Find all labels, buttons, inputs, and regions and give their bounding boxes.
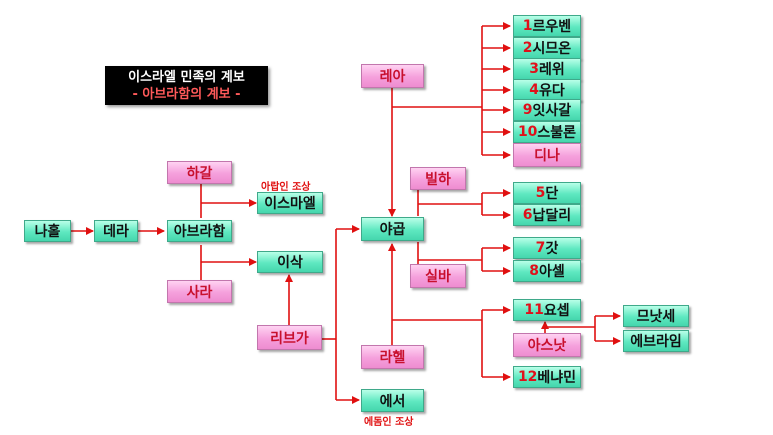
node-asenath: 아스낫 [513,333,581,357]
node-leah: 레아 [361,64,424,88]
node-manasseh: 므낫세 [623,305,689,327]
node-jacob: 야곱 [361,217,424,241]
node-terah: 데라 [94,220,138,242]
diagram-title: 이스라엘 민족의 계보 - 아브라함의 계보 - [105,66,268,105]
node-dinah: 디나 [513,143,581,167]
node-isaac: 이삭 [257,251,323,273]
node-abraham: 아브라함 [167,220,232,242]
node-bilhah: 빌하 [410,167,466,190]
node-rebekah: 리브가 [257,325,322,350]
node-nahor: 나홀 [24,220,71,242]
title-line2: - 아브라함의 계보 - [132,87,241,102]
node-sarah: 사라 [167,280,232,303]
node-rachel: 라헬 [361,345,424,369]
node-zilpah: 실바 [410,264,466,288]
node-ephraim: 에브라임 [623,330,689,352]
node-hagar: 하갈 [167,161,232,184]
note-edom-ancestor: 에돔인 조상 [364,417,414,428]
node-ishmael: 이스마엘 [257,192,323,214]
node-esau: 에서 [361,389,424,412]
note-arab-ancestor: 아랍인 조상 [261,182,311,193]
title-line1: 이스라엘 민족의 계보 [128,70,245,85]
